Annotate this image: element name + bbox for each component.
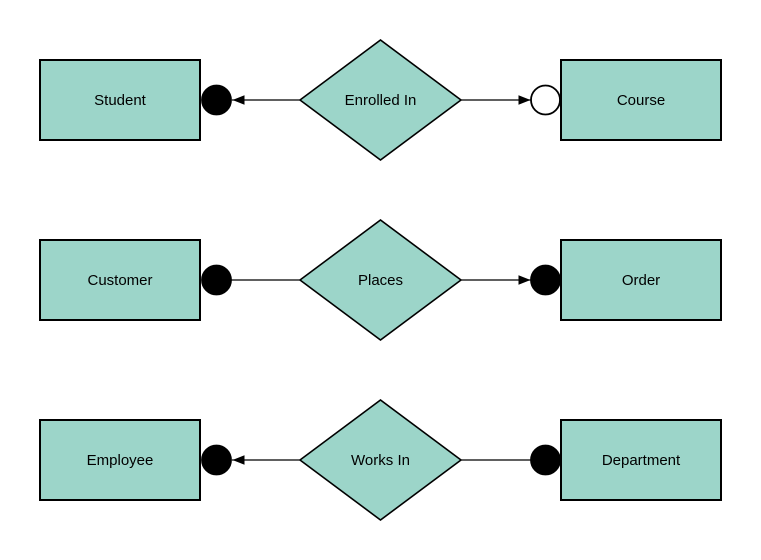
arrowhead-right-icon bbox=[518, 95, 531, 105]
arrowhead-left-icon bbox=[232, 95, 245, 105]
relationship-row-customer-order: Customer Places Order bbox=[39, 219, 722, 341]
entity-customer bbox=[39, 239, 201, 321]
relationship-label: Works In bbox=[351, 452, 410, 469]
entity-student bbox=[39, 59, 201, 141]
entity-label: Order bbox=[622, 272, 660, 289]
entity-label: Department bbox=[602, 452, 681, 469]
relationship-row-employee-department: Employee Works In Department bbox=[39, 399, 722, 521]
open-circle-cardinality-icon bbox=[530, 84, 561, 116]
filled-circle-cardinality-icon bbox=[201, 264, 232, 296]
entity-department bbox=[560, 419, 722, 501]
entity-label: Course bbox=[617, 92, 665, 109]
relationship-label: Enrolled In bbox=[345, 92, 417, 109]
filled-circle-cardinality-icon bbox=[201, 444, 232, 476]
arrowhead-right-icon bbox=[518, 275, 531, 285]
relationship-label: Places bbox=[358, 272, 403, 289]
filled-circle-cardinality-icon bbox=[530, 264, 561, 296]
entity-label: Customer bbox=[87, 272, 152, 289]
filled-circle-cardinality-icon bbox=[530, 444, 561, 476]
relationship-row-student-course: Student Enrolled In Course bbox=[39, 39, 722, 161]
entity-label: Student bbox=[94, 92, 147, 109]
filled-circle-cardinality-icon bbox=[201, 84, 232, 116]
entity-label: Employee bbox=[87, 452, 154, 469]
entity-employee bbox=[39, 419, 201, 501]
entity-order bbox=[560, 239, 722, 321]
arrowhead-left-icon bbox=[232, 455, 245, 465]
entity-course bbox=[560, 59, 722, 141]
